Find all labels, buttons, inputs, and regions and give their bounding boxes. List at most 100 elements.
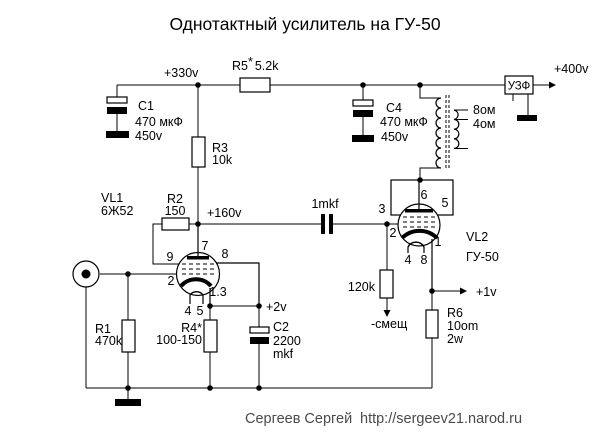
c4-ground-bar — [352, 135, 374, 142]
page-title: Однотактный усилитель на ГУ-50 — [169, 14, 440, 34]
vl1-pin-1-3: 1.3 — [209, 285, 226, 299]
output-arrow — [549, 81, 556, 89]
r3-value: 10k — [212, 153, 233, 167]
c4-value: 470 мкФ — [380, 115, 428, 129]
resistor-r5 — [239, 77, 271, 93]
r5-label: R5*5.2k — [232, 55, 279, 73]
vl1-pin-2: 2 — [168, 274, 175, 288]
c2-plate-bottom — [250, 337, 269, 344]
output-v-label: +400v — [554, 62, 589, 76]
c2-name: C2 — [273, 320, 289, 334]
resistor-r4 — [203, 319, 218, 353]
uzf-label: УЗФ — [508, 81, 531, 93]
c1-value: 470 мкФ — [135, 115, 183, 129]
capacitor-c2 — [249, 326, 270, 344]
secondary-taps — [454, 109, 468, 150]
resistor-r6 — [425, 309, 439, 339]
coupling-capacitor — [321, 214, 333, 234]
vl2-name: VL2 — [466, 230, 488, 244]
vl1-pin-5: 5 — [197, 304, 204, 318]
bias-arrow — [383, 310, 391, 317]
secondary-winding — [453, 109, 460, 150]
vl2-anode-plate — [405, 209, 433, 213]
uzf-ground-bar — [517, 115, 537, 121]
vl1-cathode — [179, 277, 213, 288]
c1-plate-top — [106, 96, 128, 104]
c4-plate-bottom — [353, 110, 373, 117]
coupling-cap-value: 1mkf — [311, 197, 339, 211]
cathode2-v-label: +1v — [476, 285, 497, 299]
c4-voltage: 450v — [381, 130, 409, 144]
plus1v-arrow — [460, 287, 467, 295]
vl1-pin-8: 8 — [222, 247, 229, 261]
r4-name: R4* — [181, 321, 202, 335]
c2-plate-top — [249, 326, 270, 334]
r2-value: 150 — [165, 204, 186, 218]
primary-leads — [419, 85, 441, 180]
c2-unit: mkf — [273, 347, 294, 361]
capacitor-c1 — [106, 96, 129, 138]
vl2-pin-1: 1 — [435, 235, 442, 249]
output-transformer — [435, 95, 468, 169]
vl2-heater — [407, 241, 425, 248]
vl1-grids — [182, 263, 214, 275]
vl2-pin-2: 2 — [390, 226, 397, 240]
r6-name: R6 — [447, 306, 463, 320]
c4-plate-top — [352, 99, 374, 107]
vl2-internals — [400, 180, 439, 291]
resistor-120k — [379, 269, 394, 299]
author-url: http://sergeev21.narod.ru — [360, 411, 522, 427]
r4-value: 100-150 — [156, 333, 202, 347]
vl1-heater — [189, 291, 204, 296]
cathode1-v-label: +2v — [266, 300, 287, 314]
c4-name: C4 — [386, 101, 402, 115]
uzf-stubs — [512, 94, 529, 115]
input-jack-pin — [81, 269, 91, 279]
r1-value: 470k — [95, 334, 123, 348]
resistor-r2 — [161, 217, 190, 231]
vl2-pin-8: 8 — [421, 253, 428, 267]
bias-label: -смещ — [371, 317, 407, 331]
tap-8-label: 8ом — [473, 103, 496, 117]
anode-v-label: +160v — [207, 206, 242, 220]
ground-symbol — [115, 399, 141, 406]
transformer-core — [445, 95, 450, 169]
vl2-pin-5: 5 — [442, 196, 449, 210]
vl2-heater-legs — [407, 247, 425, 253]
vl2-pin-3: 3 — [379, 202, 386, 216]
r6-power: 2w — [447, 332, 464, 346]
vl1-heater-legs — [189, 295, 204, 304]
author-credit: Сергеев Сергей — [245, 411, 352, 427]
vl1-internals — [179, 224, 260, 306]
vl1-pin8-wire — [216, 262, 260, 306]
vl1-pin-4: 4 — [185, 304, 192, 318]
grid-resistor-value: 120k — [348, 280, 376, 294]
vl2-pin-6: 6 — [421, 188, 428, 202]
coupling-plate-right — [329, 214, 333, 234]
vl2-cathode — [400, 228, 439, 240]
capacitor-c4 — [352, 99, 374, 142]
vl1-pin-7: 7 — [202, 239, 209, 253]
vl2-grids — [403, 216, 435, 228]
tap-4-label: 4ом — [473, 117, 496, 131]
resistor-r3 — [191, 136, 206, 168]
resistor-r1 — [121, 319, 136, 353]
r6-value: 10om — [447, 319, 478, 333]
vl2-pin-4: 4 — [405, 253, 412, 267]
c2-value: 2200 — [273, 334, 301, 348]
vl1-pin-9: 9 — [167, 250, 174, 264]
vl2-type: ГУ-50 — [466, 250, 499, 264]
vl1-anode-plate — [187, 256, 209, 260]
uzf-box — [504, 75, 534, 95]
r1-name: R1 — [95, 322, 111, 336]
c1-voltage: 450v — [135, 129, 163, 143]
c1-plate-bottom — [107, 107, 127, 114]
input-jack — [72, 260, 100, 288]
coupling-plate-left — [321, 214, 325, 234]
b-plus-label: +330v — [164, 66, 199, 80]
c1-ground-bar — [106, 131, 129, 138]
r2-name: R2 — [167, 192, 183, 206]
c1-name: C1 — [138, 99, 154, 113]
